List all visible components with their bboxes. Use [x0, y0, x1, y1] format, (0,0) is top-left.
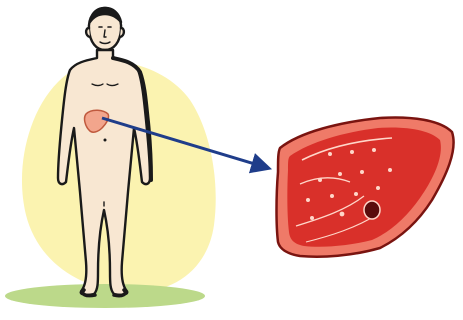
- liver-inner: [287, 128, 441, 247]
- liver-cross-section: [277, 118, 454, 257]
- ground-shadow: [5, 284, 205, 308]
- liver-lesion: [364, 201, 380, 219]
